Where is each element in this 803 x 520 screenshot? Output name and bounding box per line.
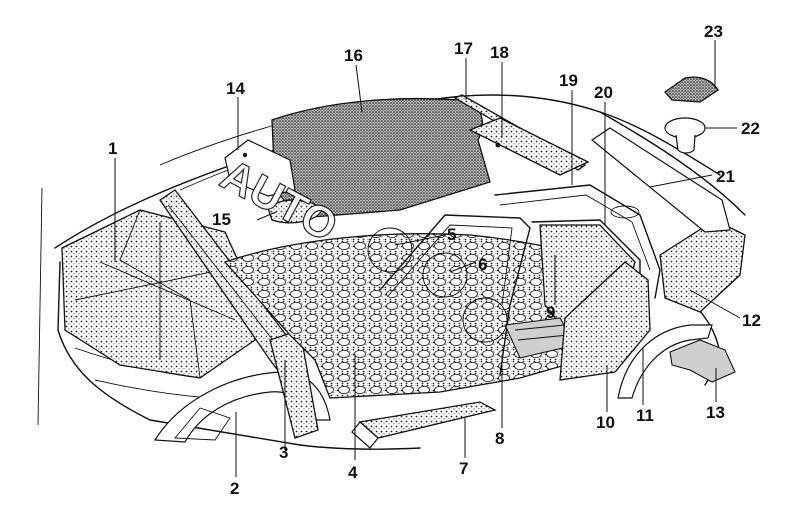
callout-10: 10 bbox=[596, 413, 615, 432]
door-seal-front bbox=[379, 214, 531, 376]
callout-21: 21 bbox=[716, 167, 735, 186]
callout-9: 9 bbox=[546, 303, 555, 322]
rear-quarter-10 bbox=[559, 261, 651, 381]
callout-3: 3 bbox=[279, 443, 288, 462]
callout-19: 19 bbox=[559, 71, 578, 90]
callout-12: 12 bbox=[742, 311, 761, 330]
clip-23 bbox=[664, 76, 719, 103]
sill-plate-7 bbox=[351, 401, 497, 449]
callout-16: 16 bbox=[344, 46, 363, 65]
roof-panel-18 bbox=[468, 117, 590, 176]
callout-15: 15 bbox=[212, 210, 231, 229]
rear-panel-12 bbox=[659, 219, 746, 313]
callout-11: 11 bbox=[636, 406, 654, 425]
callout-6: 6 bbox=[478, 255, 487, 274]
callout-18: 18 bbox=[490, 43, 509, 62]
callout-7: 7 bbox=[459, 459, 468, 478]
leader-lines bbox=[114, 40, 741, 477]
rear-wheel-arch-11 bbox=[617, 324, 713, 399]
callout-14: 14 bbox=[226, 79, 245, 98]
pad-15 bbox=[267, 199, 323, 224]
callout-8: 8 bbox=[495, 429, 504, 448]
callout-5: 5 bbox=[447, 225, 456, 244]
detail-circle-6 bbox=[422, 252, 508, 343]
callout-23: 23 bbox=[704, 22, 723, 41]
callout-4: 4 bbox=[348, 463, 358, 482]
callout-2: 2 bbox=[230, 479, 239, 498]
bracket-13 bbox=[669, 339, 736, 383]
bracket-14 bbox=[224, 139, 296, 197]
rear-side-21 bbox=[590, 127, 731, 233]
callout-20: 20 bbox=[594, 83, 613, 102]
callout-labels: 1 2 3 4 5 6 7 8 9 10 11 12 13 14 15 16 1… bbox=[108, 22, 761, 498]
detail-circle-5 bbox=[367, 227, 413, 273]
callout-17: 17 bbox=[454, 39, 473, 58]
callout-22: 22 bbox=[741, 119, 760, 138]
grommet-22 bbox=[664, 117, 706, 154]
callout-1: 1 bbox=[108, 139, 117, 158]
callout-13: 13 bbox=[706, 403, 725, 422]
